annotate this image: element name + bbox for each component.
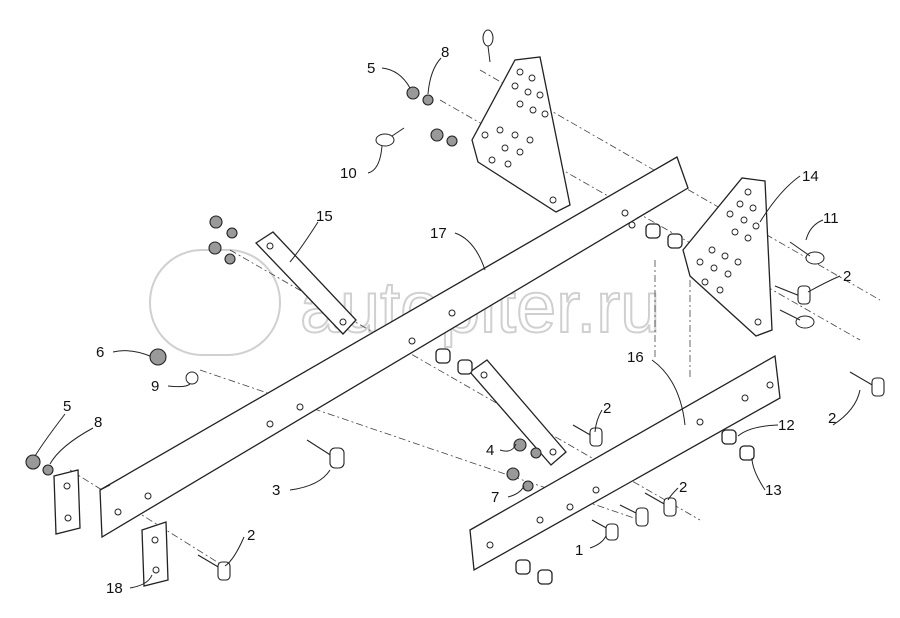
bracket-15 [254,231,357,335]
callout-5: 5 [367,60,375,77]
plates-18 [53,469,169,587]
leader-lines [34,57,861,589]
mounting-plate-top [471,56,571,213]
beam-16 [469,354,781,572]
callout-3: 3 [272,482,280,499]
callout-7: 7 [491,489,499,506]
callout-9: 9 [151,378,159,395]
callout-15: 15 [316,208,333,225]
callout-1: 1 [575,542,583,559]
callout-5: 5 [63,398,71,415]
callout-13: 13 [765,482,782,499]
callout-17: 17 [430,225,447,242]
bolts [197,285,885,581]
callout-11: 11 [823,210,839,227]
callout-16: 16 [627,349,644,366]
callout-8: 8 [94,414,102,431]
callout-2: 2 [828,410,836,427]
callout-4: 4 [486,442,494,459]
callout-8: 8 [441,44,449,61]
callout-labels: 5 8 10 15 17 14 11 2 6 9 5 8 3 16 2 4 7 … [63,44,851,597]
fasteners [25,29,825,585]
callout-6: 6 [96,344,104,361]
callout-2: 2 [603,400,611,417]
mounting-plate-14 [682,177,773,337]
callout-14: 14 [802,168,819,185]
callout-12: 12 [778,417,795,434]
callout-2: 2 [247,527,255,544]
bracket-middle [469,359,567,466]
callout-18: 18 [106,580,123,597]
callout-2: 2 [679,479,687,496]
callout-10: 10 [340,165,357,182]
callout-2: 2 [843,268,851,285]
